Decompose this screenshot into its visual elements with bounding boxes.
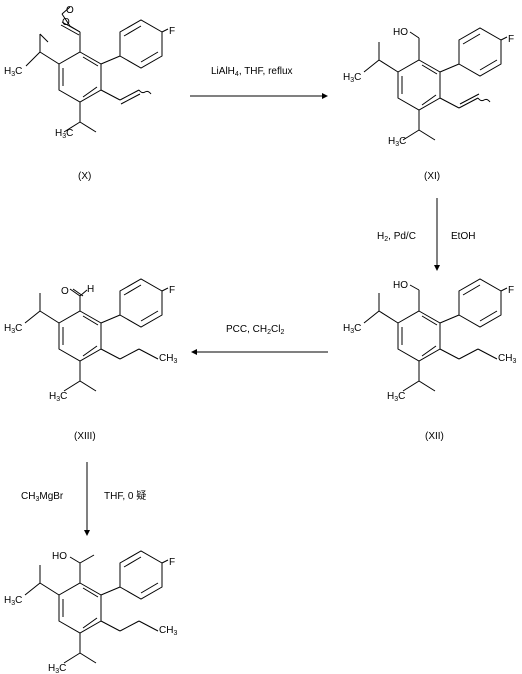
label-h3c: H3C (4, 66, 22, 78)
compound-x-label: (X) (78, 171, 91, 182)
label-ch3: H3C (55, 128, 73, 140)
atom-o-carbonyl: O (62, 17, 70, 28)
arrowhead-1 (322, 93, 328, 99)
compound-xiii-structure (24, 278, 169, 392)
arrowhead-3 (191, 349, 197, 355)
label-ch3: CH3 (159, 625, 177, 637)
atom-f: F (508, 34, 514, 45)
label-h3c: H3C (387, 391, 405, 403)
reagent-4-left: CH3MgBr (21, 491, 64, 503)
atom-ho: HO (52, 551, 67, 562)
atom-ho: HO (393, 280, 408, 291)
compound-xii-structure (363, 278, 508, 392)
arrowhead-2 (434, 265, 440, 271)
atom-ho: HO (393, 27, 408, 38)
atom-f: F (169, 557, 175, 568)
atom-f: F (169, 285, 175, 296)
compound-xiii-label: (XIII) (74, 431, 96, 442)
reagent-2-right: EtOH (451, 231, 475, 242)
atom-f: F (169, 26, 175, 37)
label-ch3: CH3 (498, 353, 516, 365)
label-h3c: H3C (343, 72, 361, 84)
reagent-2-left: H2, Pd/C (377, 231, 416, 243)
atom-o-aldehyde: O (61, 286, 69, 297)
atom-f: F (508, 285, 514, 296)
label-h3c: H3C (343, 323, 361, 335)
reagent-3: PCC, CH2Cl2 (226, 324, 284, 336)
compound-x-structure (25, 6, 169, 133)
label-h3c: H3C (48, 663, 66, 674)
label-h3c: H3C (49, 391, 67, 403)
label-h3c: H3C (388, 136, 406, 148)
label-ch3: CH3 (159, 353, 177, 365)
atom-o-methyl: O (66, 5, 74, 16)
label-h3c: H3C (4, 323, 22, 335)
compound-xi-structure (363, 27, 508, 141)
reagent-1: LiAlH4, THF, reflux (211, 66, 293, 78)
product-structure (24, 550, 169, 664)
reagent-4-right: THF, 0 疑 (104, 490, 146, 502)
compound-xii-label: (XII) (425, 431, 444, 442)
atom-h-aldehyde: H (87, 284, 94, 295)
compound-xi-label: (XI) (424, 171, 440, 182)
arrowhead-4 (84, 530, 90, 536)
label-h3c: H3C (4, 595, 22, 607)
